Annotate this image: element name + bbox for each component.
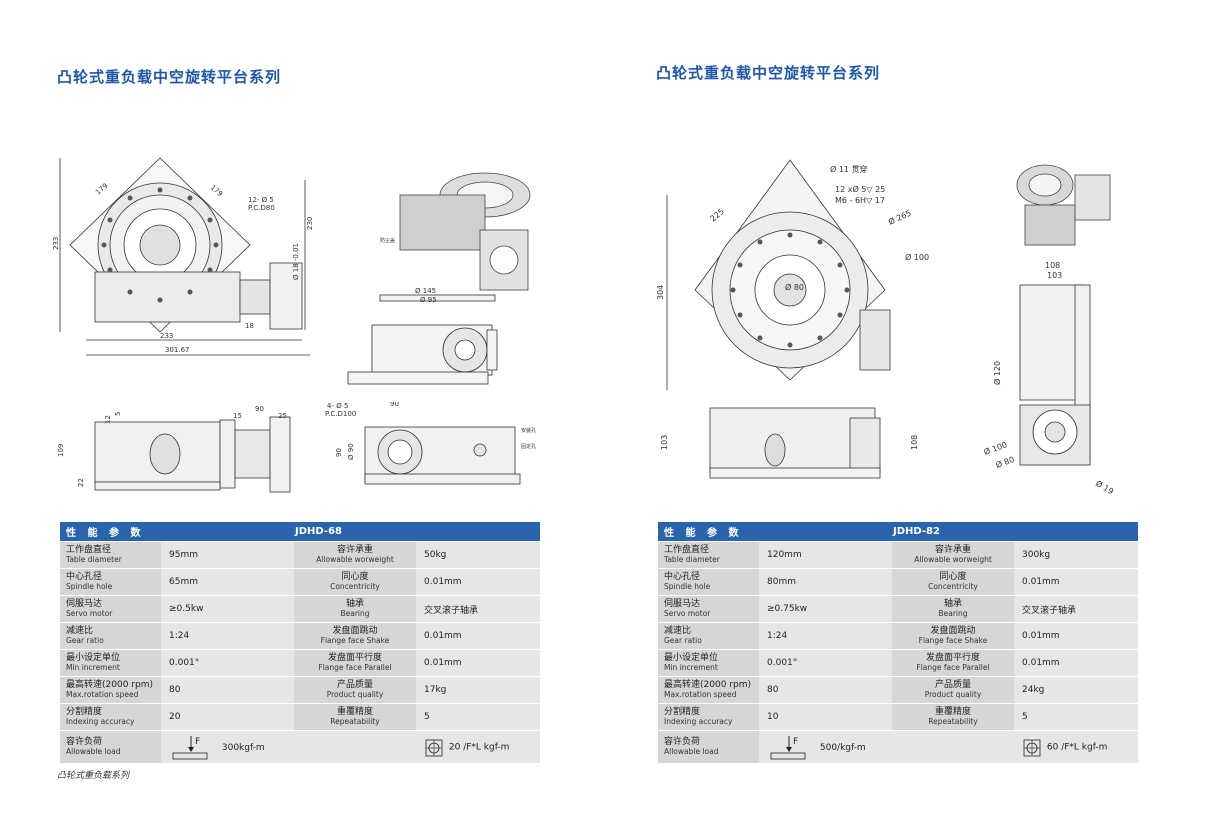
svg-text:103: 103 xyxy=(660,435,669,450)
svg-text:Ø 18 -0.01: Ø 18 -0.01 xyxy=(292,243,300,280)
svg-text:安装孔: 安装孔 xyxy=(521,427,536,434)
svg-text:233: 233 xyxy=(52,237,60,250)
svg-text:225: 225 xyxy=(709,207,726,224)
svg-text:12: 12 xyxy=(104,415,112,424)
svg-text:90: 90 xyxy=(255,405,264,413)
svg-text:301.67: 301.67 xyxy=(165,346,190,354)
moment-load-icon xyxy=(1023,739,1041,757)
svg-text:12- Ø 5: 12- Ø 5 xyxy=(248,196,274,204)
svg-text:P.C.D100: P.C.D100 xyxy=(325,410,356,418)
svg-text:90: 90 xyxy=(390,402,399,408)
svg-text:12 xØ 5▽ 25: 12 xØ 5▽ 25 xyxy=(835,184,885,194)
svg-text:Ø 95: Ø 95 xyxy=(420,296,437,304)
svg-text:4- Ø 5: 4- Ø 5 xyxy=(327,402,348,410)
svg-text:109: 109 xyxy=(57,444,65,457)
axial-load-value: 300kgf-m xyxy=(221,742,265,753)
right-page-title: 凸轮式重负载中空旋转平台系列 xyxy=(656,64,881,82)
svg-text:22: 22 xyxy=(77,478,85,487)
svg-text:Ø 90: Ø 90 xyxy=(347,443,355,460)
svg-text:25: 25 xyxy=(278,412,287,420)
svg-text:Ø 80: Ø 80 xyxy=(785,282,804,292)
axial-load-icon: F xyxy=(770,736,806,760)
left-side-and-rear-views: 109 12 5 15 90 25 22 4- Ø 5 P.C.D100 90 … xyxy=(57,402,536,493)
left-page-title: 凸轮式重负载中空旋转平台系列 xyxy=(57,68,282,86)
svg-text:Ø 120: Ø 120 xyxy=(992,361,1002,385)
svg-text:230: 230 xyxy=(306,217,314,230)
moment-load-value: 20 /F*L kgf-m xyxy=(448,742,510,753)
svg-text:Ø 11 贯穿: Ø 11 贯穿 xyxy=(830,164,868,174)
svg-text:Ø 100: Ø 100 xyxy=(905,252,929,262)
table-header: 性 能 参 数 JDHD-82 xyxy=(658,522,1138,542)
axial-load-icon: F xyxy=(172,736,208,760)
svg-text:固定孔: 固定孔 xyxy=(521,443,536,450)
svg-text:103: 103 xyxy=(1047,271,1062,280)
svg-text:P.C.D80: P.C.D80 xyxy=(248,204,275,212)
moment-load-icon xyxy=(425,739,443,757)
axial-load-value: 500/kgf-m xyxy=(819,742,866,753)
svg-text:Ø 265: Ø 265 xyxy=(887,208,913,227)
svg-text:108: 108 xyxy=(1045,261,1060,270)
svg-text:Ø 145: Ø 145 xyxy=(415,287,436,295)
svg-text:F: F xyxy=(793,737,798,747)
svg-text:179: 179 xyxy=(94,182,109,197)
right-technical-drawings: Ø 11 贯穿 12 xØ 5▽ 25 M6 - 6H▽ 17 225 Ø 26… xyxy=(656,159,1115,496)
svg-text:防尘盖: 防尘盖 xyxy=(380,237,395,244)
svg-text:Ø 100: Ø 100 xyxy=(982,439,1008,457)
table-header: 性 能 参 数 JDHD-68 xyxy=(60,522,540,542)
svg-text:304: 304 xyxy=(656,285,665,300)
svg-text:Ø 19: Ø 19 xyxy=(1094,478,1115,496)
svg-text:M6 - 6H▽ 17: M6 - 6H▽ 17 xyxy=(835,196,885,205)
svg-text:179: 179 xyxy=(209,183,224,198)
svg-text:15: 15 xyxy=(233,412,242,420)
svg-text:108: 108 xyxy=(910,435,919,450)
left-technical-drawings: 179 179 233 230 12- Ø 5 P.C.D80 Ø 18 -0.… xyxy=(52,157,531,385)
svg-text:Ø 80: Ø 80 xyxy=(994,454,1015,470)
moment-load-value: 60 /F*L kgf-m xyxy=(1046,742,1108,753)
svg-text:233: 233 xyxy=(160,332,173,340)
svg-text:5: 5 xyxy=(114,412,122,416)
svg-text:F: F xyxy=(195,737,200,747)
page-footer: 凸轮式重负载系列 xyxy=(57,771,130,781)
svg-text:90: 90 xyxy=(335,448,343,457)
svg-text:18: 18 xyxy=(245,322,254,330)
